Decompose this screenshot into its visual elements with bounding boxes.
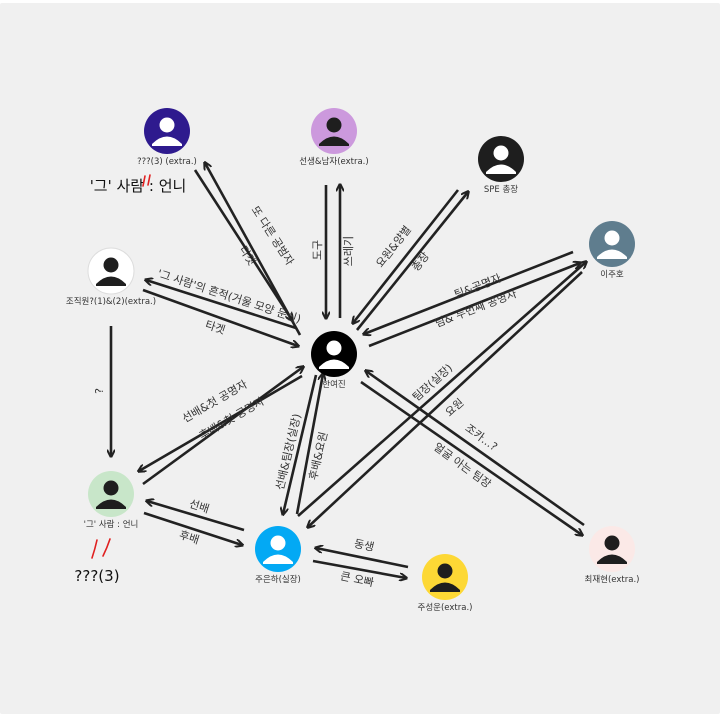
node-hanyeojin[interactable]: 한여진 (311, 331, 357, 390)
node-label: 최재현(extra.) (585, 574, 640, 585)
annotation-bottom-note: ???(3) (74, 567, 119, 585)
node-teacher[interactable]: 선생&남자(extra.) (299, 108, 369, 167)
node-label: 선생&남자(extra.) (299, 156, 368, 167)
node-spe[interactable]: SPE 총장 (478, 136, 524, 195)
handwritten-mark-icon (91, 538, 111, 559)
person-icon (319, 340, 349, 369)
arrow-sister-to-jueunha (143, 511, 242, 545)
person-icon (597, 230, 627, 259)
arrow-jueunha-to-leejuho (297, 262, 586, 517)
annotation-layer: '그' 사람 : 언니 ???(3) (74, 174, 187, 585)
arrow-jueunha-to-jusungeun (312, 559, 406, 578)
person-icon (96, 257, 126, 286)
arrow-hanyeojin-to-sister (139, 374, 303, 471)
node-choejaehyun[interactable]: 최재현(extra.) (585, 526, 640, 585)
node-label: 조직원?(1)&(2)(extra.) (66, 296, 156, 307)
edge-label-teacher-to-hanyeojin: 도구 (311, 240, 324, 260)
node-sister[interactable]: '그' 사람 : 언니 (84, 471, 139, 530)
node-label: ???(3) (extra.) (137, 157, 197, 167)
arrow-hanyeojin-to-choejaehyun (360, 380, 582, 535)
node-label: '그' 사람 : 언니 (84, 519, 139, 530)
arrow-leejuho-to-hanyeojin (364, 250, 574, 334)
arrow-hanyeojin-to-jueunha (283, 374, 318, 514)
arrow-staff-to-hanyeojin (142, 288, 298, 346)
edge-label-jueunha-to-sister: 선배 (188, 497, 211, 516)
diagram-background (0, 3, 720, 714)
person-icon (597, 535, 627, 564)
arrow-spe-to-hanyeojin (353, 189, 460, 323)
arrow-hanyeojin-to-spe (355, 192, 468, 331)
arrow-jueunha-to-hanyeojin (295, 374, 323, 515)
person-icon (430, 563, 460, 592)
person-icon (96, 480, 126, 509)
arrow-jusungeun-to-jueunha (316, 548, 409, 569)
arrow-choejaehyun-to-hanyeojin (366, 371, 585, 527)
person-icon (152, 117, 182, 146)
node-staff[interactable]: 조직원?(1)&(2)(extra.) (66, 247, 156, 307)
node-q3[interactable]: ???(3) (extra.) (137, 108, 197, 167)
node-label: 이주호 (600, 269, 624, 280)
node-label: SPE 총장 (484, 184, 518, 195)
person-icon (263, 535, 293, 564)
arrow-jueunha-to-sister (147, 501, 245, 532)
edge-label-sister-to-jueunha: 후배 (178, 528, 201, 547)
arrow-leejuho-to-jueunha (308, 271, 583, 527)
node-jueunha[interactable]: 주은하(실장) (255, 526, 301, 585)
node-label: 주성운(extra.) (418, 603, 473, 613)
arrow-hanyeojin-to-leejuho (368, 263, 580, 348)
edge-label-jusungeun-to-jueunha: 동생 (353, 537, 376, 554)
arrow-q3-to-hanyeojin (193, 169, 292, 320)
edge-label-staff-to-hanyeojin: 타겟 (204, 318, 227, 337)
arrow-sister-to-hanyeojin (142, 367, 303, 486)
node-leejuho[interactable]: 이주호 (589, 221, 635, 280)
edge-label-hanyeojin-to-teacher: 쓰레기 (342, 236, 355, 266)
node-jusungeun[interactable]: 주성운(extra.) (418, 554, 473, 613)
arrow-hanyeojin-to-staff (146, 280, 297, 330)
node-label: 주은하(실장) (255, 574, 301, 585)
node-label: 한여진 (322, 379, 345, 390)
handwritten-mark-icon (142, 174, 151, 187)
node-layer: 한여진 ???(3) (extra.) 선생&남자(extra.) SPE 총장이주호… (66, 108, 640, 613)
person-icon (319, 117, 349, 146)
annotation-top-note: '그' 사람 : 언니 (90, 177, 187, 195)
edge-label-staff-to-sister: ? (93, 388, 106, 394)
person-icon (486, 145, 516, 174)
